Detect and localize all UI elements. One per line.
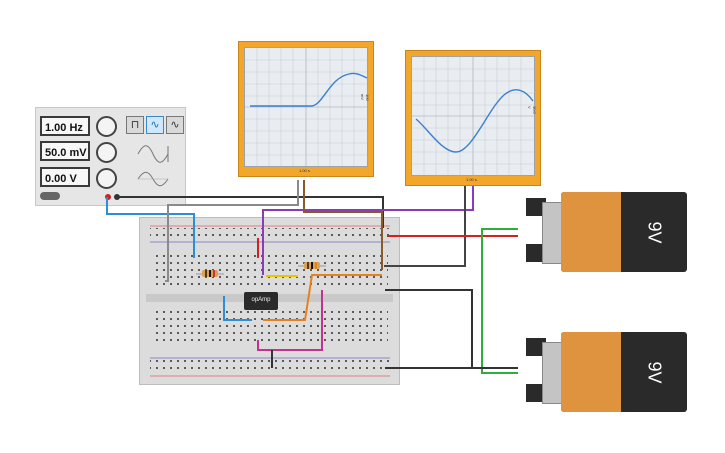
- battery-bottom-label: 9V: [644, 361, 665, 384]
- battery-bottom-band: [561, 332, 621, 412]
- scope-right-screen: [411, 56, 535, 176]
- sine-wave-icon: ∿: [150, 119, 160, 131]
- triangle-wave-button[interactable]: ∿: [166, 116, 184, 134]
- scope-left-trace: [250, 72, 367, 107]
- battery-bottom-terminal-neg[interactable]: [526, 338, 546, 356]
- frequency-knob[interactable]: [96, 116, 117, 137]
- opamp-label: opAmp: [251, 297, 271, 303]
- resistor-1: [196, 270, 224, 277]
- scope-left-screen: [244, 47, 368, 167]
- wire-blue-fg: [106, 197, 195, 258]
- function-generator[interactable]: 1.00 Hz 50.0 mV 0.00 V ⊓ ∿ ∿: [35, 107, 186, 206]
- opamp-chip[interactable]: opAmp: [244, 292, 278, 310]
- power-toggle[interactable]: [40, 192, 60, 200]
- battery-top-terminal-neg[interactable]: [526, 198, 546, 216]
- wire-magenta: [257, 290, 323, 351]
- oscilloscope-left[interactable]: 100 mV 1.00 s: [238, 41, 374, 177]
- square-wave-button[interactable]: ⊓: [126, 116, 144, 134]
- wire-orange: [263, 274, 382, 321]
- battery-top-terminal-pos[interactable]: [526, 244, 546, 262]
- dc-offset-knob[interactable]: [96, 168, 117, 189]
- battery-top-label: 9V: [644, 221, 665, 244]
- wire-brown: [303, 180, 383, 270]
- scope-left-x-scale: 1.00 s: [299, 168, 310, 173]
- battery-top[interactable]: 9V: [517, 192, 687, 272]
- sine-wave-button[interactable]: ∿: [146, 116, 164, 134]
- battery-bottom[interactable]: 9V: [517, 332, 687, 412]
- amplitude-diagram-icon: [137, 145, 169, 163]
- scope-right-x-scale: 1.00 s: [466, 177, 477, 182]
- resistor-2: [298, 262, 326, 269]
- triangle-wave-icon: ∿: [170, 119, 180, 131]
- amplitude-field[interactable]: 50.0 mV: [40, 141, 90, 161]
- battery-bottom-terminal-pos[interactable]: [526, 384, 546, 402]
- scope-right-trace: [415, 89, 534, 153]
- square-wave-icon: ⊓: [130, 119, 140, 131]
- frequency-field[interactable]: 1.00 Hz: [40, 116, 90, 136]
- wire-black-battery: [385, 289, 518, 369]
- offset-diagram-icon: [137, 171, 169, 187]
- oscilloscope-right[interactable]: 10.0 V 1.00 s: [405, 50, 541, 186]
- wire-gray: [165, 180, 299, 282]
- battery-top-band: [561, 192, 621, 272]
- dc-offset-field[interactable]: 0.00 V: [40, 167, 90, 187]
- wire-darkgray-scope: [384, 186, 466, 267]
- wire-green: [481, 228, 518, 374]
- wire-blue-loop: [223, 296, 252, 321]
- amplitude-knob[interactable]: [96, 142, 117, 163]
- wire-purple: [262, 186, 474, 275]
